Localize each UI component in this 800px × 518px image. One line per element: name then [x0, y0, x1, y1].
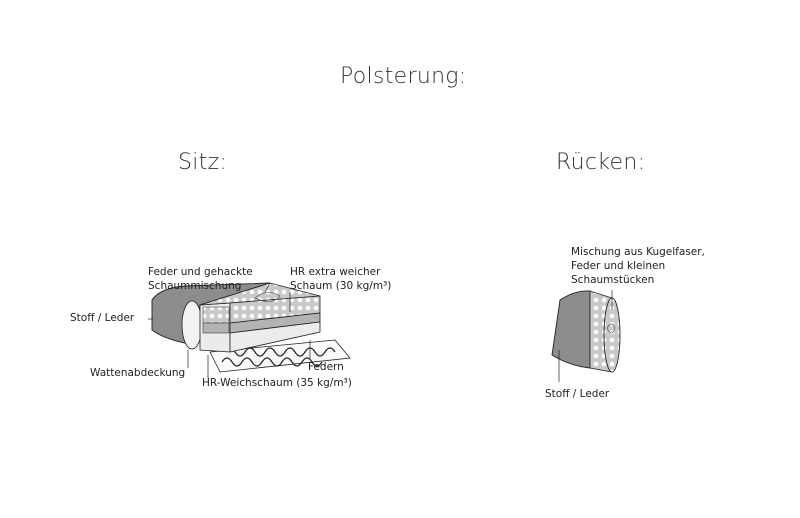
- back-heading: Rücken:: [556, 150, 646, 175]
- label-springs: Federn: [308, 361, 344, 373]
- seat-heading: Sitz:: [178, 150, 228, 175]
- label-hr-extra-soft-foam: HR extra weicher Schaum (30 kg/m³): [290, 265, 391, 293]
- label-hr-soft-foam: HR-Weichschaum (35 kg/m³): [202, 377, 352, 389]
- label-line: Schaummischung: [148, 280, 242, 292]
- label-line: HR extra weicher: [290, 266, 381, 278]
- label-line: Mischung aus Kugelfaser,: [571, 246, 705, 258]
- back-cushion-illustration: [551, 290, 621, 382]
- label-line: Schaumstücken: [571, 274, 655, 286]
- label-back-cover: Stoff / Leder: [545, 388, 610, 400]
- label-back-fill: Mischung aus Kugelfaser, Feder und klein…: [571, 245, 705, 287]
- seat-cushion-illustration: [148, 282, 351, 378]
- page-title: Polsterung:: [340, 64, 467, 89]
- label-wadding: Wattenabdeckung: [90, 367, 186, 379]
- label-line: Schaum (30 kg/m³): [290, 280, 392, 292]
- label-line: Feder und kleinen: [571, 260, 666, 272]
- label-feather-foam-mix: Feder und gehackte Schaummischung: [148, 265, 253, 293]
- label-line: Feder und gehackte: [148, 266, 253, 278]
- label-seat-cover: Stoff / Leder: [70, 312, 135, 324]
